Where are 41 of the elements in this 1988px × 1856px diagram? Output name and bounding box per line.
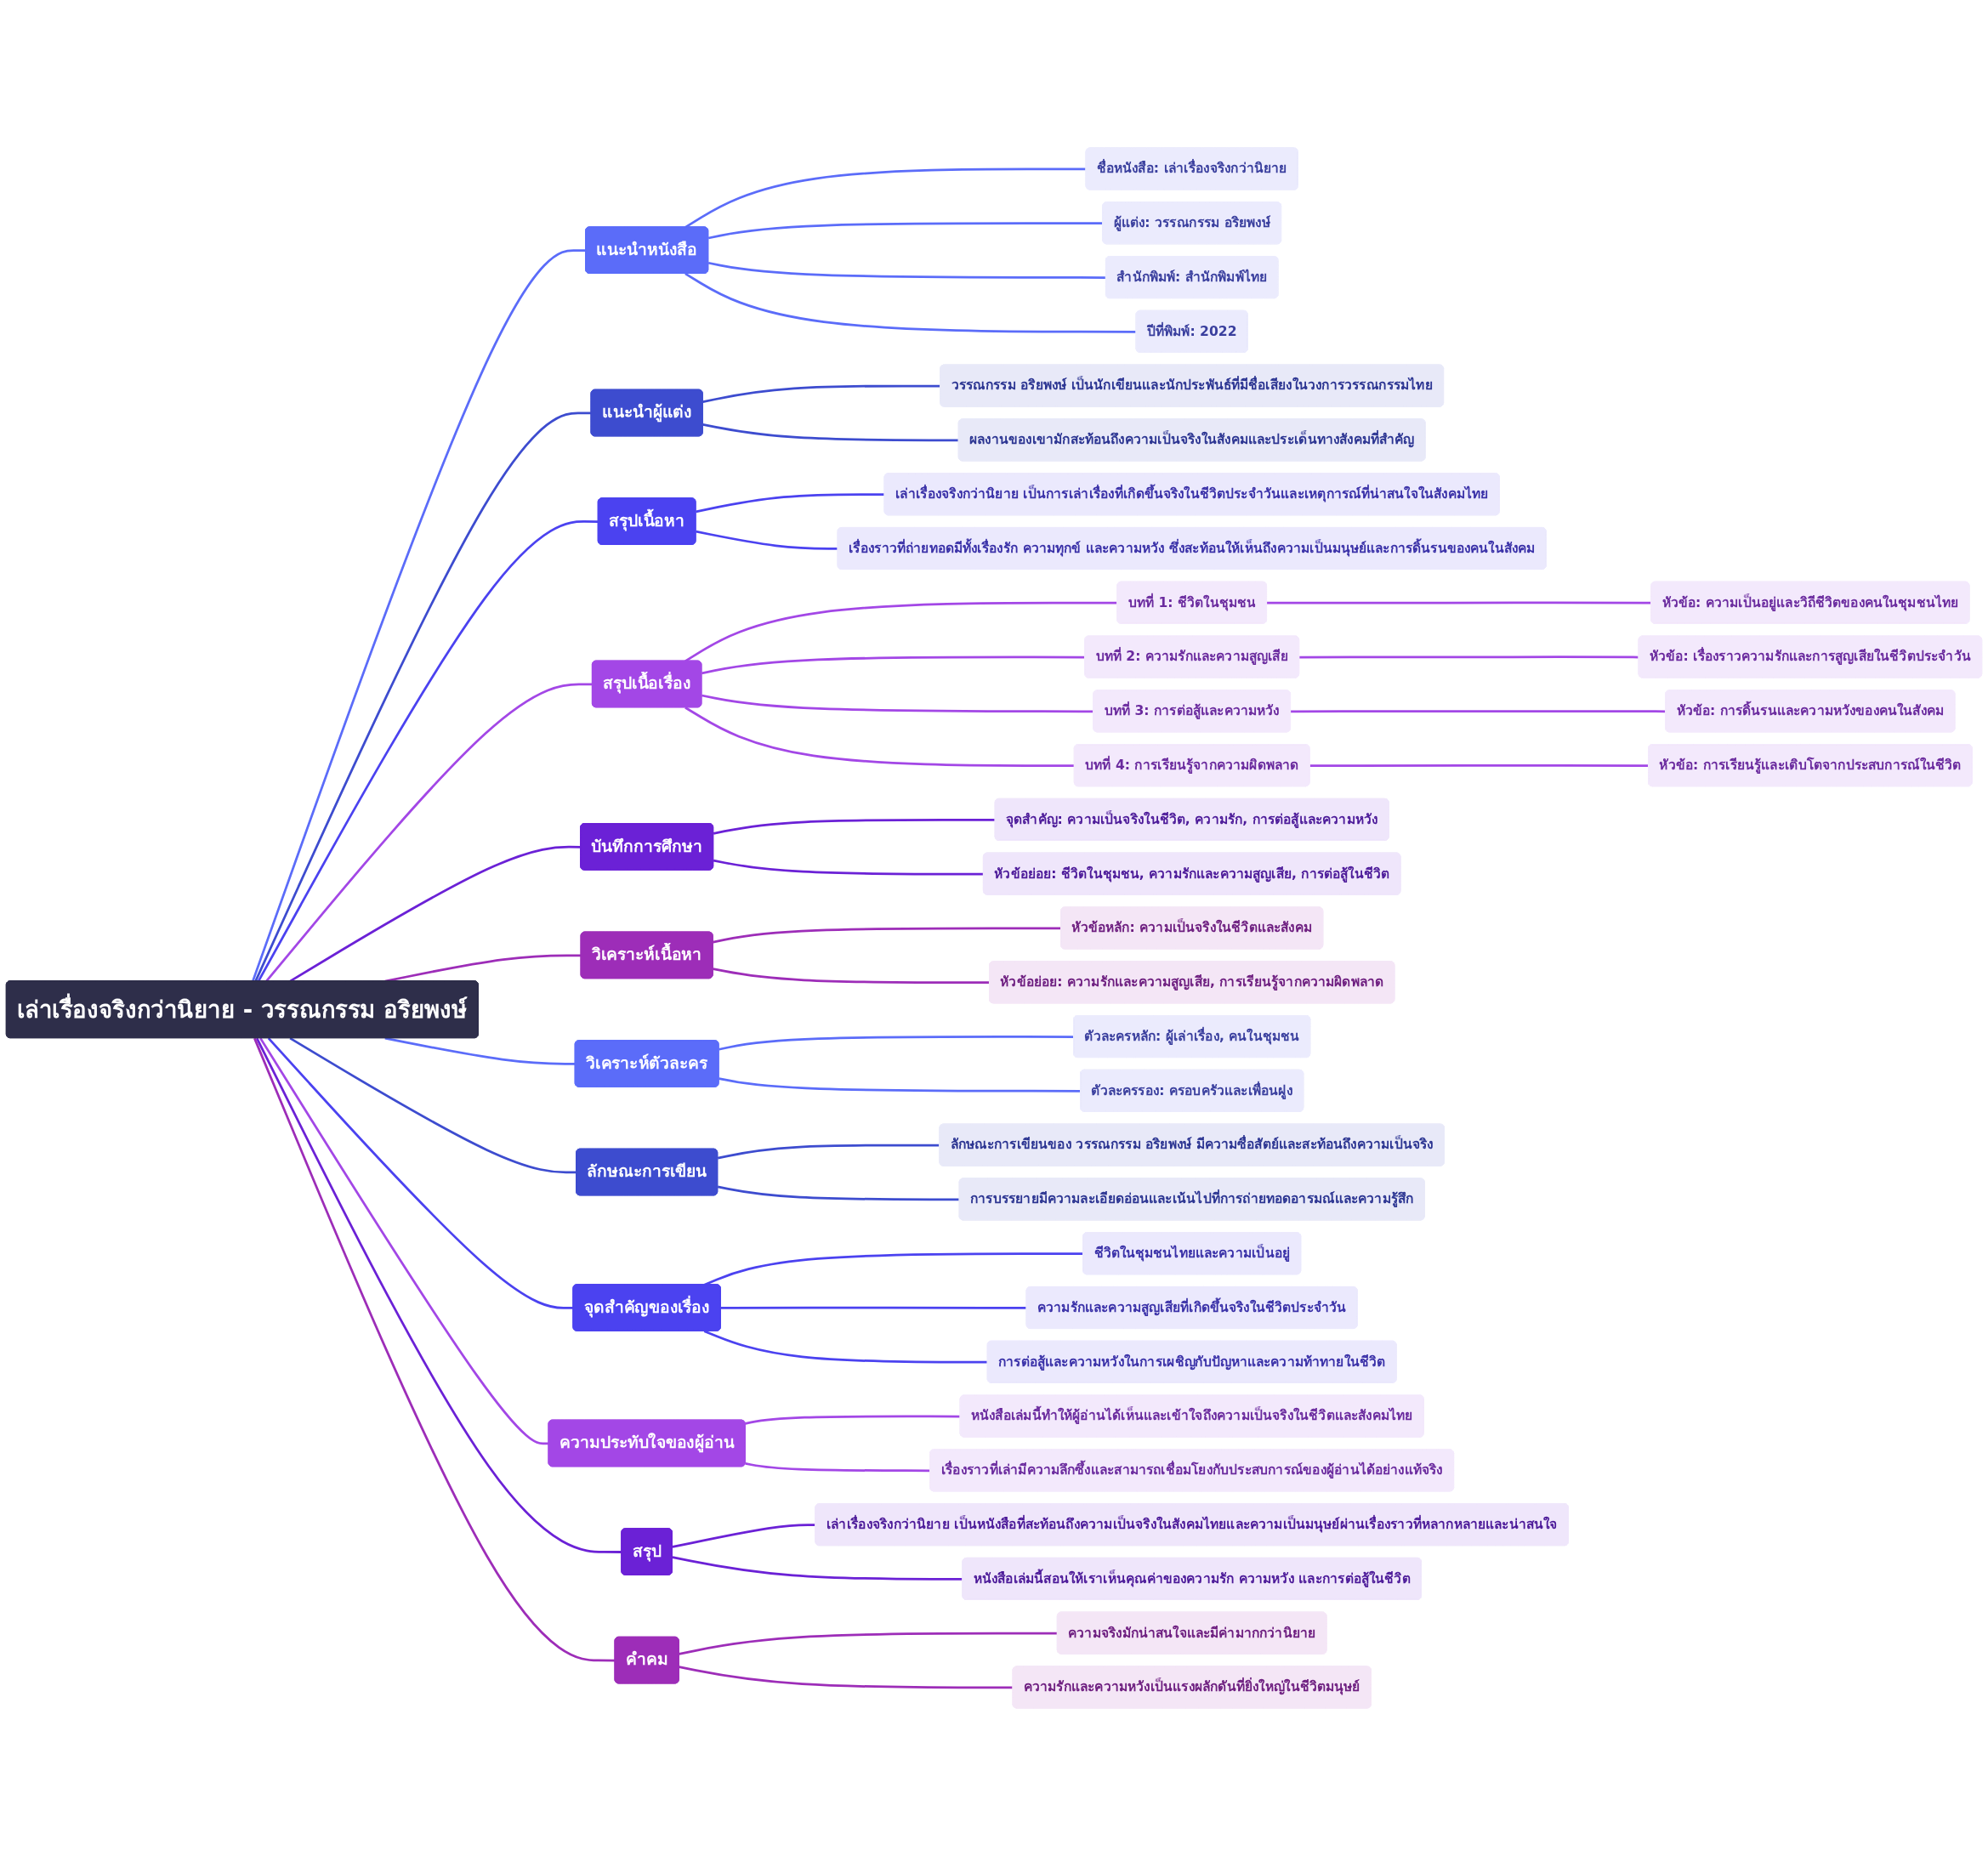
connector bbox=[713, 968, 990, 985]
connector bbox=[1299, 656, 1639, 659]
connector bbox=[720, 1306, 1027, 1309]
connector bbox=[745, 1462, 931, 1473]
connector bbox=[702, 384, 941, 403]
connector bbox=[289, 1036, 577, 1174]
connector bbox=[672, 1556, 963, 1581]
connector bbox=[719, 1077, 1082, 1093]
connector bbox=[267, 1037, 574, 1309]
connector bbox=[252, 249, 587, 982]
connector bbox=[713, 927, 1062, 944]
connector bbox=[253, 1037, 616, 1662]
connector bbox=[1291, 710, 1667, 713]
connector bbox=[703, 1330, 988, 1364]
connector bbox=[702, 423, 959, 442]
connector bbox=[719, 1036, 1075, 1051]
connector bbox=[679, 1632, 1058, 1655]
connector bbox=[696, 493, 885, 514]
connector bbox=[717, 1185, 960, 1201]
connector bbox=[384, 1036, 576, 1065]
connector bbox=[707, 261, 1106, 279]
connector bbox=[265, 683, 593, 982]
connector bbox=[684, 601, 1118, 662]
connector bbox=[672, 1524, 816, 1548]
connector bbox=[684, 707, 1075, 767]
connector bbox=[701, 694, 1094, 713]
connector bbox=[1267, 601, 1652, 604]
connector bbox=[679, 1666, 1014, 1689]
connector bbox=[257, 520, 599, 982]
connector bbox=[707, 222, 1104, 240]
connector bbox=[696, 530, 838, 550]
connector bbox=[259, 1037, 549, 1445]
connector bbox=[1309, 763, 1650, 767]
connector bbox=[745, 1415, 961, 1425]
connector bbox=[254, 411, 592, 982]
connector bbox=[684, 272, 1137, 333]
connector bbox=[713, 818, 996, 835]
connector bbox=[717, 1144, 940, 1160]
connector bbox=[255, 1037, 622, 1553]
connector bbox=[701, 656, 1086, 675]
connector bbox=[713, 859, 984, 876]
